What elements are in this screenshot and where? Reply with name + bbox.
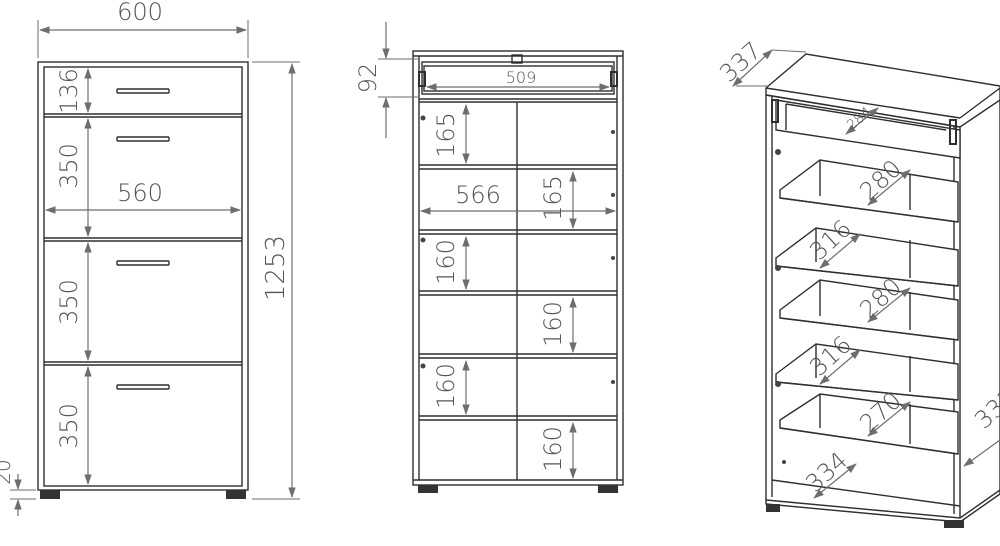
hinge-icon — [775, 381, 781, 387]
foot-right — [226, 490, 246, 499]
door-handle-icon — [116, 260, 170, 266]
hinge-icon — [420, 237, 426, 243]
dim-inner-width: 560 — [117, 179, 163, 207]
hinge-icon — [782, 460, 786, 464]
hinge-icon — [611, 256, 615, 260]
perspective-view: 337 284 280 316 280 316 270 334 333 — [714, 36, 1000, 528]
dim-shelf-6: 160 — [539, 426, 567, 472]
foot-left — [40, 490, 60, 499]
front-view: 600 1253 136 350 350 350 560 20 — [0, 0, 300, 516]
dim-top-drawer: 136 — [55, 68, 83, 114]
dim-door-2: 350 — [55, 279, 83, 325]
dim-shelf-2: 165 — [539, 175, 567, 221]
dim-front-width: 600 — [117, 0, 163, 26]
hinge-icon — [611, 130, 615, 134]
dim-top-depth: 337 — [714, 36, 767, 87]
hinge-icon — [775, 149, 781, 155]
open-shelves — [419, 164, 617, 421]
hinge-icon — [420, 115, 426, 121]
hinge-icon — [775, 265, 781, 271]
dim-shelf-3: 160 — [432, 239, 460, 285]
dim-door-3: 350 — [55, 403, 83, 449]
dim-drawer-height: 92 — [354, 63, 382, 94]
dim-drawer-width: 509 — [506, 68, 537, 87]
dim-foot-height: 20 — [0, 459, 15, 484]
dim-front-height: 1253 — [261, 235, 291, 301]
hinge-icon — [420, 363, 426, 369]
door-handle-icon — [116, 136, 170, 142]
foot-right — [598, 485, 618, 493]
front-cabinet-body — [37, 61, 249, 491]
front-cabinet-inner-frame — [43, 66, 243, 487]
open-cabinet-body — [412, 50, 624, 486]
open-drawer-box — [421, 61, 615, 95]
dim-open-inner-width: 566 — [455, 181, 501, 209]
drawer-handle-icon — [116, 88, 170, 94]
hinge-icon — [611, 380, 615, 384]
door-handle-icon — [116, 384, 170, 390]
foot-right — [944, 520, 964, 528]
dim-side-depth: 333 — [969, 383, 1000, 434]
open-view: 92 509 566 165 165 160 160 160 160 — [354, 22, 624, 493]
dim-shelf-5: 160 — [432, 363, 460, 409]
dim-shelf-4: 160 — [539, 301, 567, 347]
hinge-icon — [611, 193, 615, 197]
foot-left — [418, 485, 438, 493]
foot-left — [766, 504, 780, 512]
dim-shelf-1: 165 — [432, 112, 460, 158]
dim-door-1: 350 — [55, 143, 83, 189]
